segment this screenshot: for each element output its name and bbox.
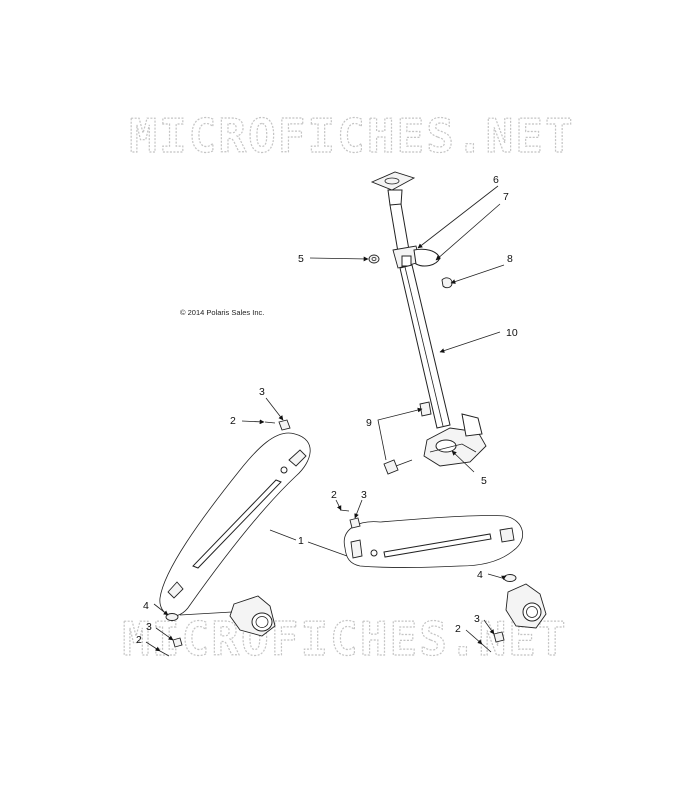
right-inner-tie-rod-end [350,539,363,559]
leader-4a [153,603,169,616]
watermark-bottom: MICROFICHES.NET [122,612,567,666]
left-lower-nut [172,637,183,648]
callout-10: 10 [506,327,518,339]
left-lower-cotter-pin [159,650,170,657]
callout-labels: 6 7 5 8 10 9 5 3 2 2 3 1 4 3 2 4 3 2 [136,174,518,646]
leader-2d [465,629,483,645]
leader-3d [483,619,495,635]
left-knuckle-link [179,611,233,616]
column-upper-tube [389,203,410,253]
left-tie-rod-assembly [159,419,311,657]
column-lower-upright [461,413,483,437]
left-upper-nut [278,419,291,431]
leader-lines [145,185,507,652]
leader-7 [435,203,501,261]
washer-upper-hole [371,256,377,261]
leader-9 [377,409,419,461]
left-upper-cotter-pin [264,421,276,424]
callout-2-right-upper: 2 [331,489,337,501]
leader-3a [265,397,284,421]
leader-4b [487,573,507,581]
left-knuckle-bore-inner [255,616,269,628]
callout-6: 6 [493,174,499,186]
column-top-neck [387,189,403,206]
right-washer [503,574,517,582]
right-lower-cotter-pin [481,643,492,653]
left-washer [165,613,179,621]
bolt-lower-shank [395,459,413,467]
callout-3-left-upper: 3 [259,386,265,398]
column-top-plate [370,171,416,191]
leader-8 [450,264,505,284]
right-knuckle-bore-inner [526,606,538,618]
leader-10 [439,331,501,353]
callout-2-left-lower: 2 [136,634,142,646]
right-lower-nut [493,631,505,643]
callout-4-right: 4 [477,569,483,581]
callout-3-left-lower: 3 [146,621,152,633]
left-upper-tie-rod-end [288,449,307,467]
leader-5a [309,256,369,262]
callout-7: 7 [503,191,509,203]
leader-5b [451,450,475,473]
leader-9-upper [417,407,423,413]
leader-2b [335,499,342,511]
left-lower-tie-rod-end [167,581,184,599]
watermark-top: MICROFICHES.NET [129,109,574,163]
leader-3c [155,627,174,641]
column-tube-edge [404,266,444,427]
callout-1: 1 [298,535,304,547]
callout-8: 8 [507,253,513,265]
right-tie-rod-outline [343,515,523,568]
leader-2c [145,641,161,652]
column-lower-detail [429,443,477,453]
steering-column-assembly [368,171,487,475]
left-upper-jam-nut [280,466,288,474]
callout-3-right-lower: 3 [474,613,480,625]
callout-4-left: 4 [143,600,149,612]
column-knob [441,277,453,289]
leader-6 [417,185,499,249]
callout-2-left-upper: 2 [230,415,236,427]
left-tie-rod-shaft [192,479,282,569]
left-knuckle-bore [251,612,273,632]
right-upper-cotter-pin [339,509,350,512]
right-tie-rod-shaft [383,533,492,558]
right-inner-jam-nut [370,549,378,557]
bolt-lower [383,459,399,475]
column-clamp-block [401,255,412,267]
copyright-text: © 2014 Polaris Sales Inc. [180,308,264,317]
callout-3-right-upper: 3 [361,489,367,501]
leader-1-right [307,541,348,557]
column-main-tube [399,264,451,429]
right-tie-rod-assembly [339,509,547,653]
right-knuckle-bore [522,602,542,622]
callout-9: 9 [366,417,372,429]
callout-2-right-lower: 2 [455,623,461,635]
right-outer-tie-rod-end [499,527,515,543]
leader-3b [354,499,363,519]
leader-2a [241,419,265,425]
callout-5-lower: 5 [481,475,487,487]
leader-1-left [269,529,297,541]
callout-5-upper: 5 [298,253,304,265]
column-clamp-band [413,248,441,267]
right-upper-nut [349,517,361,529]
washer-upper [368,254,380,264]
column-top-plate-hole [384,177,400,185]
